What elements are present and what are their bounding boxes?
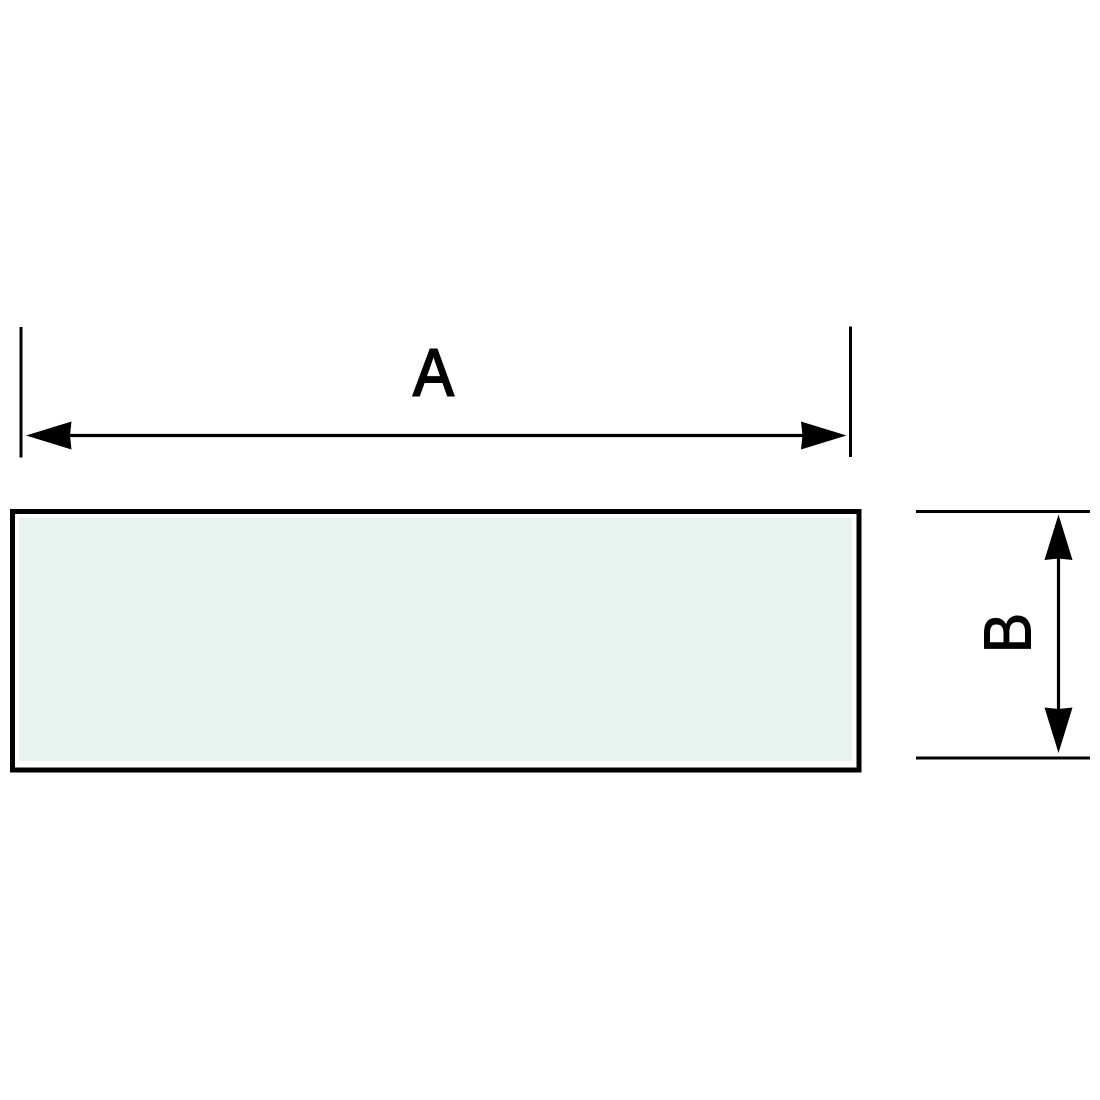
svg-text:A: A <box>413 335 454 410</box>
svg-text:B: B <box>970 613 1045 654</box>
